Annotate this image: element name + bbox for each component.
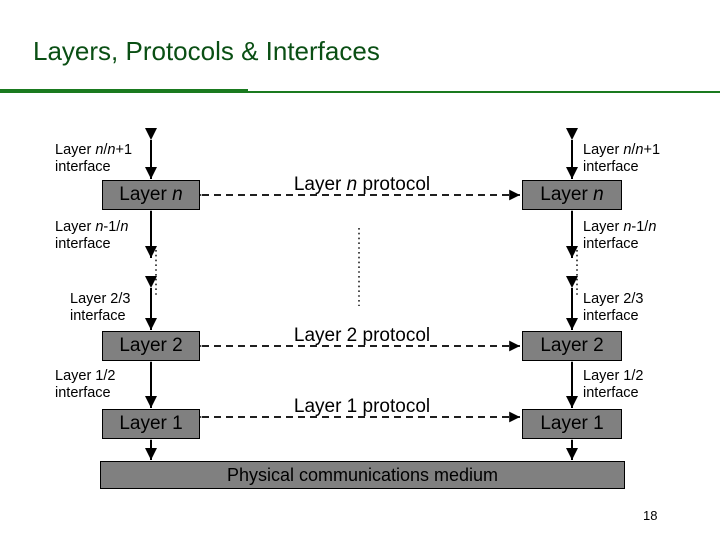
right-interface-label-2-3: Layer 2/3 interface: [583, 291, 643, 325]
label-line-1: Layer n-1/n: [55, 219, 129, 235]
left-interface-label-2-3: Layer 2/3 interface: [70, 291, 130, 325]
label-line-1: Layer 1/2: [583, 368, 644, 384]
left-interface-label-n1-n: Layer n-1/n interface: [55, 219, 128, 253]
title-rule-thin: [248, 91, 720, 93]
label-line-2: interface: [583, 236, 639, 252]
right-interface-label-n1-n: Layer n-1/n interface: [583, 219, 656, 253]
protocol-label-n: Layer n protocol: [293, 174, 431, 195]
box-left-layer-2[interactable]: Layer 2: [102, 331, 200, 361]
protocol-label-1: Layer 1 protocol: [293, 396, 431, 417]
box-left-layer-1[interactable]: Layer 1: [102, 409, 200, 439]
box-right-layer-n[interactable]: Layer n: [522, 180, 622, 210]
box-right-layer-2[interactable]: Layer 2: [522, 331, 622, 361]
label-line-1: Layer n/n+1: [583, 142, 661, 158]
protocol-label-2: Layer 2 protocol: [293, 325, 431, 346]
protocol-arrows: [191, 189, 520, 423]
left-interface-label-n-n1: Layer n/n+1 interface: [55, 142, 132, 176]
label-line-1: Layer 2/3: [583, 291, 644, 307]
page-title: Layers, Protocols & Interfaces: [33, 36, 380, 66]
label-line-2: interface: [55, 159, 111, 175]
box-left-layer-n[interactable]: Layer n: [102, 180, 200, 210]
label-line-2: interface: [55, 385, 111, 401]
label-line-2: interface: [55, 236, 111, 252]
right-interface-label-n-n1: Layer n/n+1 interface: [583, 142, 660, 176]
label-line-2: interface: [583, 308, 639, 324]
label-line-2: interface: [70, 308, 126, 324]
label-line-2: interface: [583, 385, 639, 401]
label-line-1: Layer 1/2: [55, 368, 116, 384]
left-interface-label-1-2: Layer 1/2 interface: [55, 368, 115, 402]
title-rule-thick: [0, 89, 248, 93]
label-line-1: Layer n-1/n: [583, 219, 657, 235]
label-line-1: Layer n/n+1: [55, 142, 133, 158]
box-right-layer-1[interactable]: Layer 1: [522, 409, 622, 439]
box-physical-medium[interactable]: Physical communications medium: [100, 461, 625, 489]
label-line-2: interface: [583, 159, 639, 175]
label-line-1: Layer 2/3: [70, 291, 131, 307]
right-interface-label-1-2: Layer 1/2 interface: [583, 368, 643, 402]
page-number: 18: [643, 508, 658, 523]
